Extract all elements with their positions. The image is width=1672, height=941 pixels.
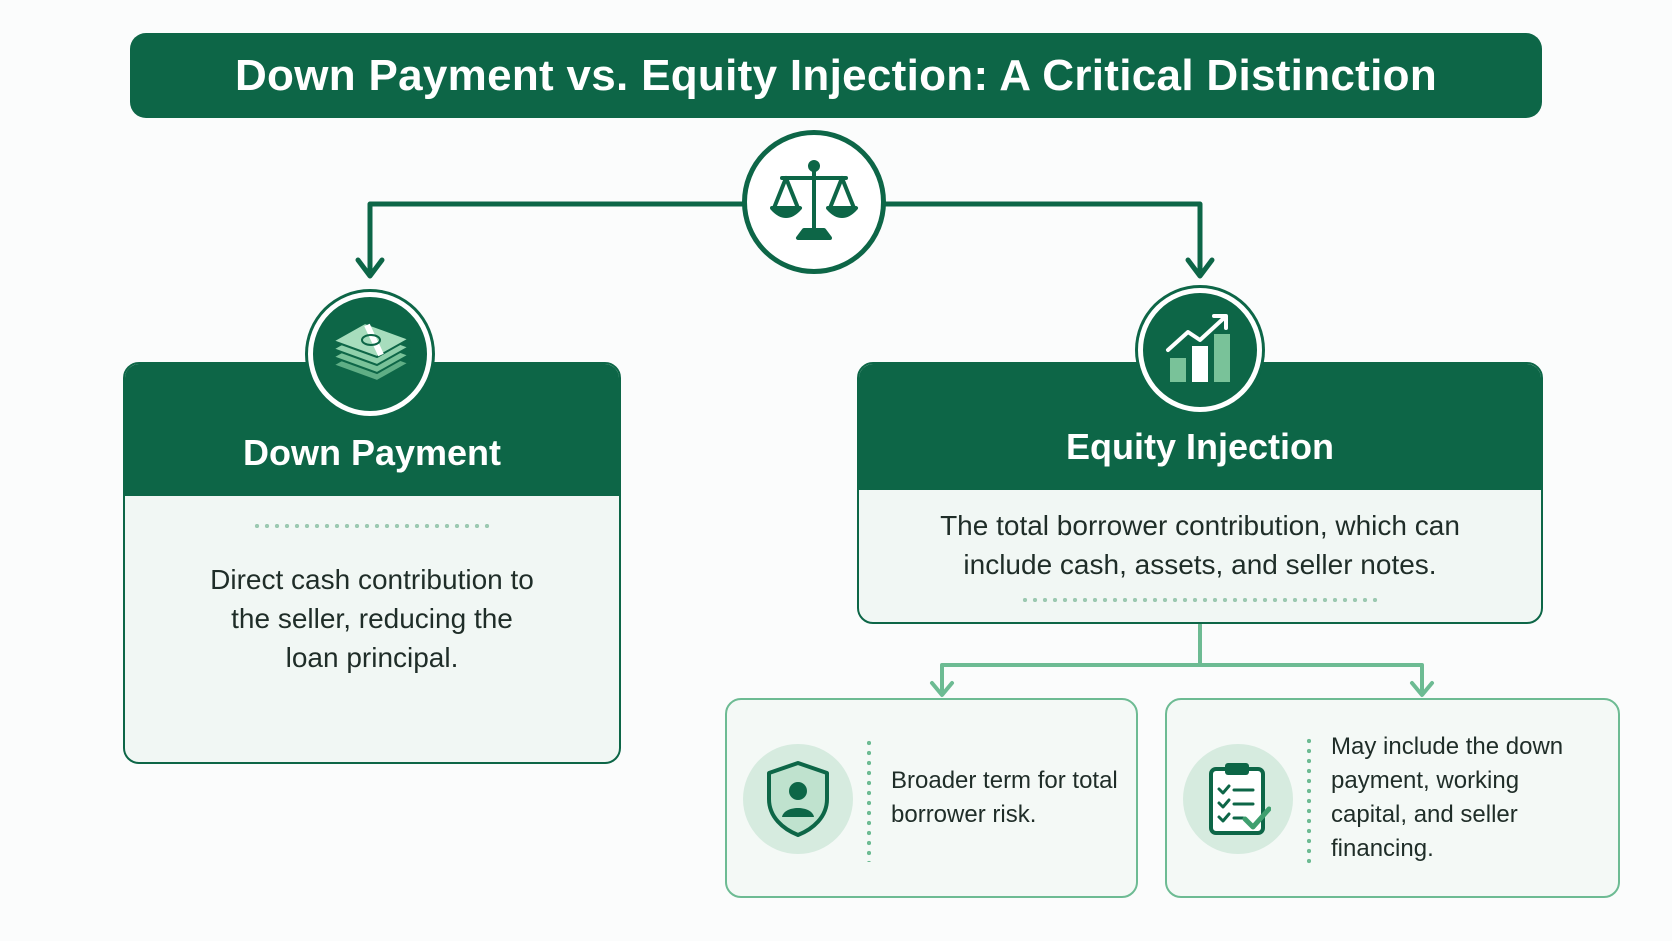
page-title: Down Payment vs. Equity Injection: A Cri… xyxy=(234,50,1437,100)
cash-stack-icon xyxy=(330,321,412,383)
detail-divider xyxy=(1307,736,1311,864)
detail-components-text: May include the down payment, working ca… xyxy=(1331,733,1564,862)
growth-chart-icon xyxy=(1166,314,1230,382)
detail-card-risk: Broader term for total borrower risk. xyxy=(725,698,1138,898)
components-icon-circle xyxy=(1183,744,1293,854)
equity-injection-body: The total borrower contribution, which c… xyxy=(859,490,1541,622)
equity-injection-heading: Equity Injection xyxy=(1065,426,1334,467)
detail-card-components: May include the down payment, working ca… xyxy=(1165,698,1620,898)
clipboard-checklist-icon xyxy=(1209,763,1271,835)
connector-sub-branch xyxy=(940,663,1424,692)
scale-badge xyxy=(742,130,886,274)
title-banner: Down Payment vs. Equity Injection: A Cri… xyxy=(130,33,1542,118)
growth-badge xyxy=(1138,288,1262,412)
balance-scale-icon xyxy=(770,160,858,240)
down-payment-heading: Down Payment xyxy=(242,432,502,473)
cash-badge xyxy=(308,292,432,416)
arrow-sub-left xyxy=(930,681,954,697)
down-payment-card: Down Payment Direct cash contribution to… xyxy=(123,362,621,764)
arrow-sub-right xyxy=(1410,681,1434,697)
connector-left xyxy=(367,201,748,275)
risk-icon-circle xyxy=(743,744,853,854)
down-payment-description: Direct cash contribution to the seller, … xyxy=(210,564,534,673)
divider-dots xyxy=(1020,598,1380,602)
down-payment-body: Direct cash contribution to the seller, … xyxy=(125,496,619,762)
divider-dots xyxy=(252,524,492,528)
equity-injection-description: The total borrower contribution, which c… xyxy=(940,510,1460,580)
arrow-right xyxy=(1185,257,1215,279)
detail-divider xyxy=(867,738,871,862)
detail-risk-text: Broader term for total borrower risk. xyxy=(891,767,1118,828)
down-payment-header: Down Payment xyxy=(125,364,619,496)
arrow-left xyxy=(355,257,385,279)
shield-person-icon xyxy=(767,761,829,837)
connector-right xyxy=(882,201,1203,275)
